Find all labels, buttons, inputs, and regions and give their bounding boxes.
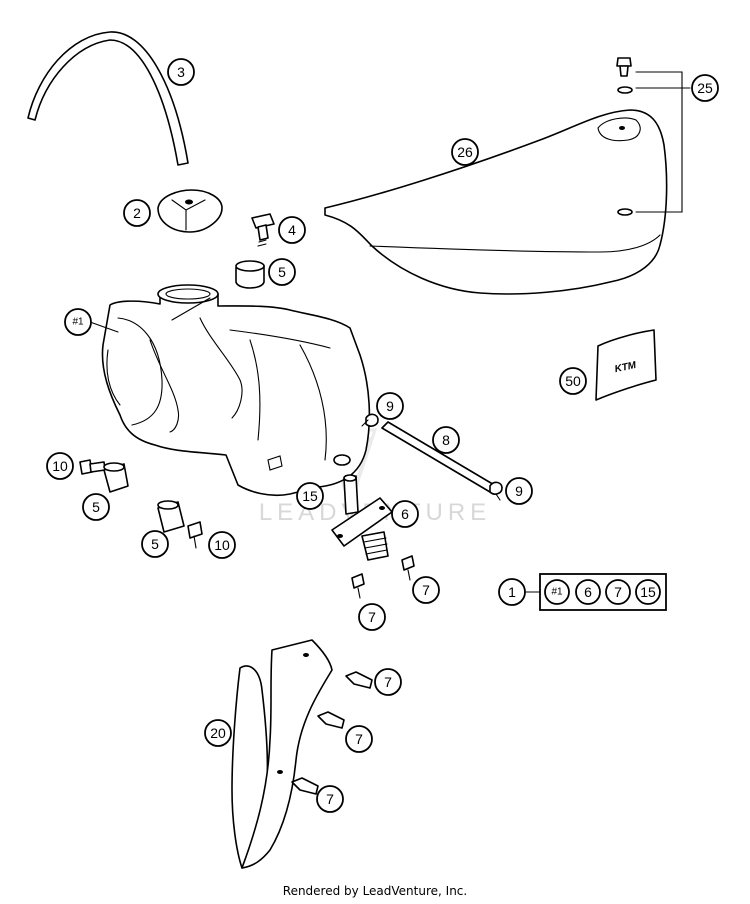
callout-10-middle: 10 [208, 531, 236, 559]
callout-5-top: 5 [268, 258, 296, 286]
callout-7-tap-left: 7 [358, 603, 386, 631]
svg-text:7: 7 [355, 731, 363, 747]
screw-tap-left [351, 573, 365, 599]
ktm-decal: KTM [595, 329, 657, 401]
svg-text:5: 5 [151, 536, 159, 552]
svg-text:5: 5 [92, 499, 100, 515]
svg-text:6: 6 [401, 506, 409, 522]
svg-text:7: 7 [326, 791, 334, 807]
leader-lines [89, 297, 211, 333]
screw-panel-upper [345, 671, 373, 689]
hose-clamp-upper [361, 413, 379, 427]
svg-text:9: 9 [386, 398, 394, 414]
callout-5-left: 5 [82, 493, 110, 521]
rubber-bushing-middle [157, 500, 185, 533]
callout-20: 20 [204, 719, 232, 747]
svg-text:10: 10 [214, 537, 230, 553]
vent-hose [27, 31, 189, 166]
callout-4: 4 [278, 216, 306, 244]
rubber-bushing-left [103, 462, 129, 493]
fuel-cap [157, 189, 223, 233]
callout-15: 15 [296, 482, 324, 510]
svg-text:25: 25 [697, 80, 713, 96]
svg-text:5: 5 [278, 264, 286, 280]
kit-item: 6 [575, 579, 601, 605]
callout-7-tap-right: 7 [412, 576, 440, 604]
kit-item: #1 [544, 579, 570, 605]
callout-50: 50 [559, 367, 587, 395]
svg-text:7: 7 [368, 609, 376, 625]
screw-panel-lower [291, 777, 319, 795]
svg-text:2: 2 [133, 205, 141, 221]
kit-item: 7 [605, 579, 631, 605]
svg-text:15: 15 [302, 488, 318, 504]
fuel-tap [331, 474, 393, 561]
callout-7-panel-lower: 7 [316, 785, 344, 813]
callout-25: 25 [691, 74, 719, 102]
svg-text:20: 20 [210, 725, 226, 741]
callout-5-middle: 5 [141, 530, 169, 558]
mount-bolt-middle [187, 521, 203, 549]
svg-text:#1: #1 [72, 317, 84, 328]
callout-tank-1: #1 [64, 308, 92, 336]
svg-text:4: 4 [288, 222, 296, 238]
hose-clamp-lower [489, 481, 503, 501]
callout-6: 6 [391, 500, 419, 528]
svg-text:7: 7 [614, 584, 622, 600]
o-ring [333, 454, 351, 466]
mount-bolt-left [79, 459, 106, 475]
screw-panel-middle [317, 711, 345, 729]
kit-item: 15 [635, 579, 661, 605]
side-cover [231, 639, 333, 869]
callout-7-panel-upper: 7 [374, 668, 402, 696]
svg-text:10: 10 [52, 458, 68, 474]
callout-3: 3 [167, 58, 195, 86]
fuel-tank [101, 284, 371, 497]
svg-text:7: 7 [384, 674, 392, 690]
callout-9-upper: 9 [376, 392, 404, 420]
callout-2: 2 [123, 199, 151, 227]
svg-text:26: 26 [457, 144, 473, 160]
decal-logo-text: KTM [614, 360, 638, 375]
svg-text:3: 3 [177, 64, 185, 80]
svg-text:#1: #1 [551, 587, 563, 598]
svg-text:50: 50 [565, 373, 581, 389]
footer-credit: Rendered by LeadVenture, Inc. [282, 884, 468, 898]
callout-10-left: 10 [46, 452, 74, 480]
kit-legend: 1 #1 6 7 15 [498, 573, 667, 611]
svg-text:8: 8 [442, 432, 450, 448]
svg-text:7: 7 [422, 582, 430, 598]
svg-text:15: 15 [640, 584, 656, 600]
callout-8: 8 [432, 426, 460, 454]
rubber-bushing-top [235, 260, 265, 289]
tank-bolt [251, 213, 275, 247]
screw-tap-right [401, 555, 415, 581]
callout-7-panel-middle: 7 [345, 725, 373, 753]
callout-26: 26 [451, 138, 479, 166]
kit-number: 1 [508, 584, 516, 600]
svg-text:9: 9 [515, 483, 523, 499]
svg-text:6: 6 [584, 584, 592, 600]
seat-hardware [616, 57, 691, 216]
seat [324, 109, 668, 295]
callout-9-lower: 9 [505, 477, 533, 505]
